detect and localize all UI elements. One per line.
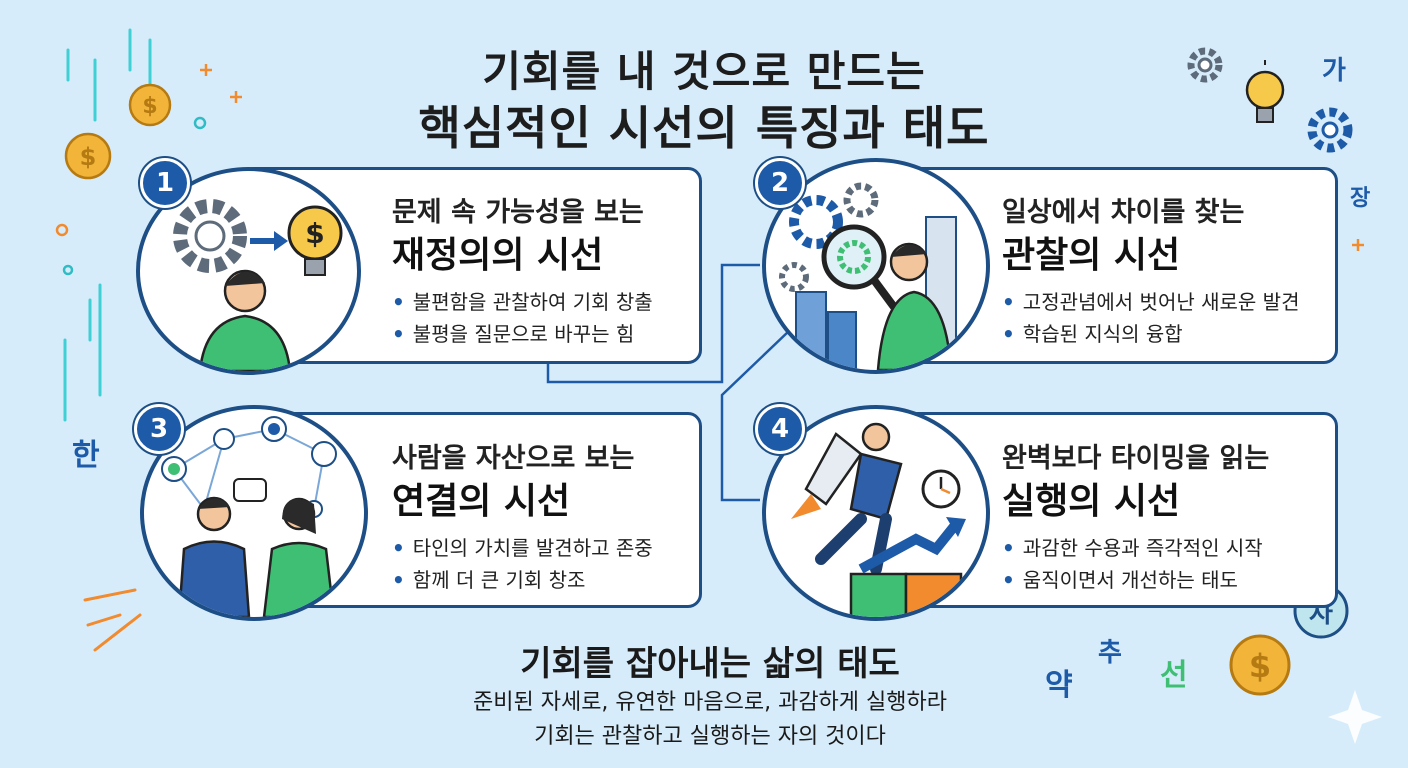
- decor-letter: 선: [1160, 658, 1188, 693]
- card-reframe-subtitle: 문제 속 가능성을 보는: [392, 197, 644, 228]
- svg-text:$: $: [1249, 647, 1271, 685]
- card-execution-bullet: •과감한 수용과 즉각적인 시작: [1002, 536, 1263, 560]
- coin-icon: $: [128, 83, 172, 127]
- card-connection-heading: 연결의 시선: [392, 481, 571, 522]
- card-connection-number-badge: 3: [134, 404, 184, 454]
- card-reframe-bullet: •불평을 질문으로 바꾸는 힘: [392, 322, 635, 346]
- reframe-illustration-icon: $: [173, 199, 343, 371]
- card-reframe-heading: 재정의의 시선: [392, 235, 604, 276]
- card-observation-heading: 관찰의 시선: [1002, 235, 1181, 276]
- card-connection-bullet: •타인의 가치를 발견하고 존중: [392, 536, 653, 560]
- decor-letter: 장: [1350, 186, 1371, 211]
- network-illustration-icon: [161, 416, 337, 617]
- bottom-line-1: 준비된 자세로, 유연한 마음으로, 과감하게 실행하라: [473, 690, 947, 715]
- card-observation-subtitle: 일상에서 차이를 찾는: [1002, 197, 1245, 228]
- rocket-runner-illustration-icon: [791, 422, 966, 617]
- coin-icon: $: [1229, 634, 1291, 696]
- card-reframe-bullet: •불편함을 관찰하여 기회 창출: [392, 290, 653, 314]
- decor-letter: 한: [72, 438, 100, 473]
- gear-icon: [1187, 47, 1223, 83]
- card-execution-number-badge: 4: [755, 404, 805, 454]
- card-connection-bullet: •함께 더 큰 기회 창조: [392, 568, 586, 592]
- page-title-line1: 기회를 내 것으로 만드는: [482, 47, 926, 96]
- bottom-title: 기회를 잡아내는 삶의 태도: [520, 644, 900, 684]
- card-observation-bullet: •고정관념에서 벗어난 새로운 발견: [1002, 290, 1300, 314]
- card-observation-bullet: •학습된 지식의 융합: [1002, 322, 1183, 346]
- decor-letter: 가: [1322, 56, 1346, 86]
- svg-text:$: $: [142, 94, 157, 119]
- svg-text:$: $: [305, 217, 324, 250]
- card-execution-heading: 실행의 시선: [1002, 481, 1181, 522]
- card-connection-subtitle: 사람을 자산으로 보는: [392, 443, 635, 474]
- card-reframe-illustration: $: [136, 167, 361, 375]
- card-observation-number-badge: 2: [755, 158, 805, 208]
- card-execution-subtitle: 완벽보다 타이밍을 읽는: [1002, 443, 1270, 474]
- decor-letter: 추: [1098, 638, 1122, 668]
- bottom-line-2: 기회는 관찰하고 실행하는 자의 것이다: [534, 724, 886, 749]
- lightbulb-icon: [1245, 60, 1285, 123]
- gear-icon: [1307, 107, 1353, 153]
- card-execution-bullet: •움직이면서 개선하는 태도: [1002, 568, 1238, 592]
- observation-illustration-icon: [779, 182, 957, 370]
- coin-icon: $: [64, 132, 112, 180]
- page-title-line2: 핵심적인 시선의 특징과 태도: [418, 101, 990, 155]
- svg-text:$: $: [80, 143, 97, 171]
- card-reframe-number-badge: 1: [140, 158, 190, 208]
- card-execution-illustration: [762, 405, 990, 621]
- decor-letter: 약: [1045, 668, 1073, 703]
